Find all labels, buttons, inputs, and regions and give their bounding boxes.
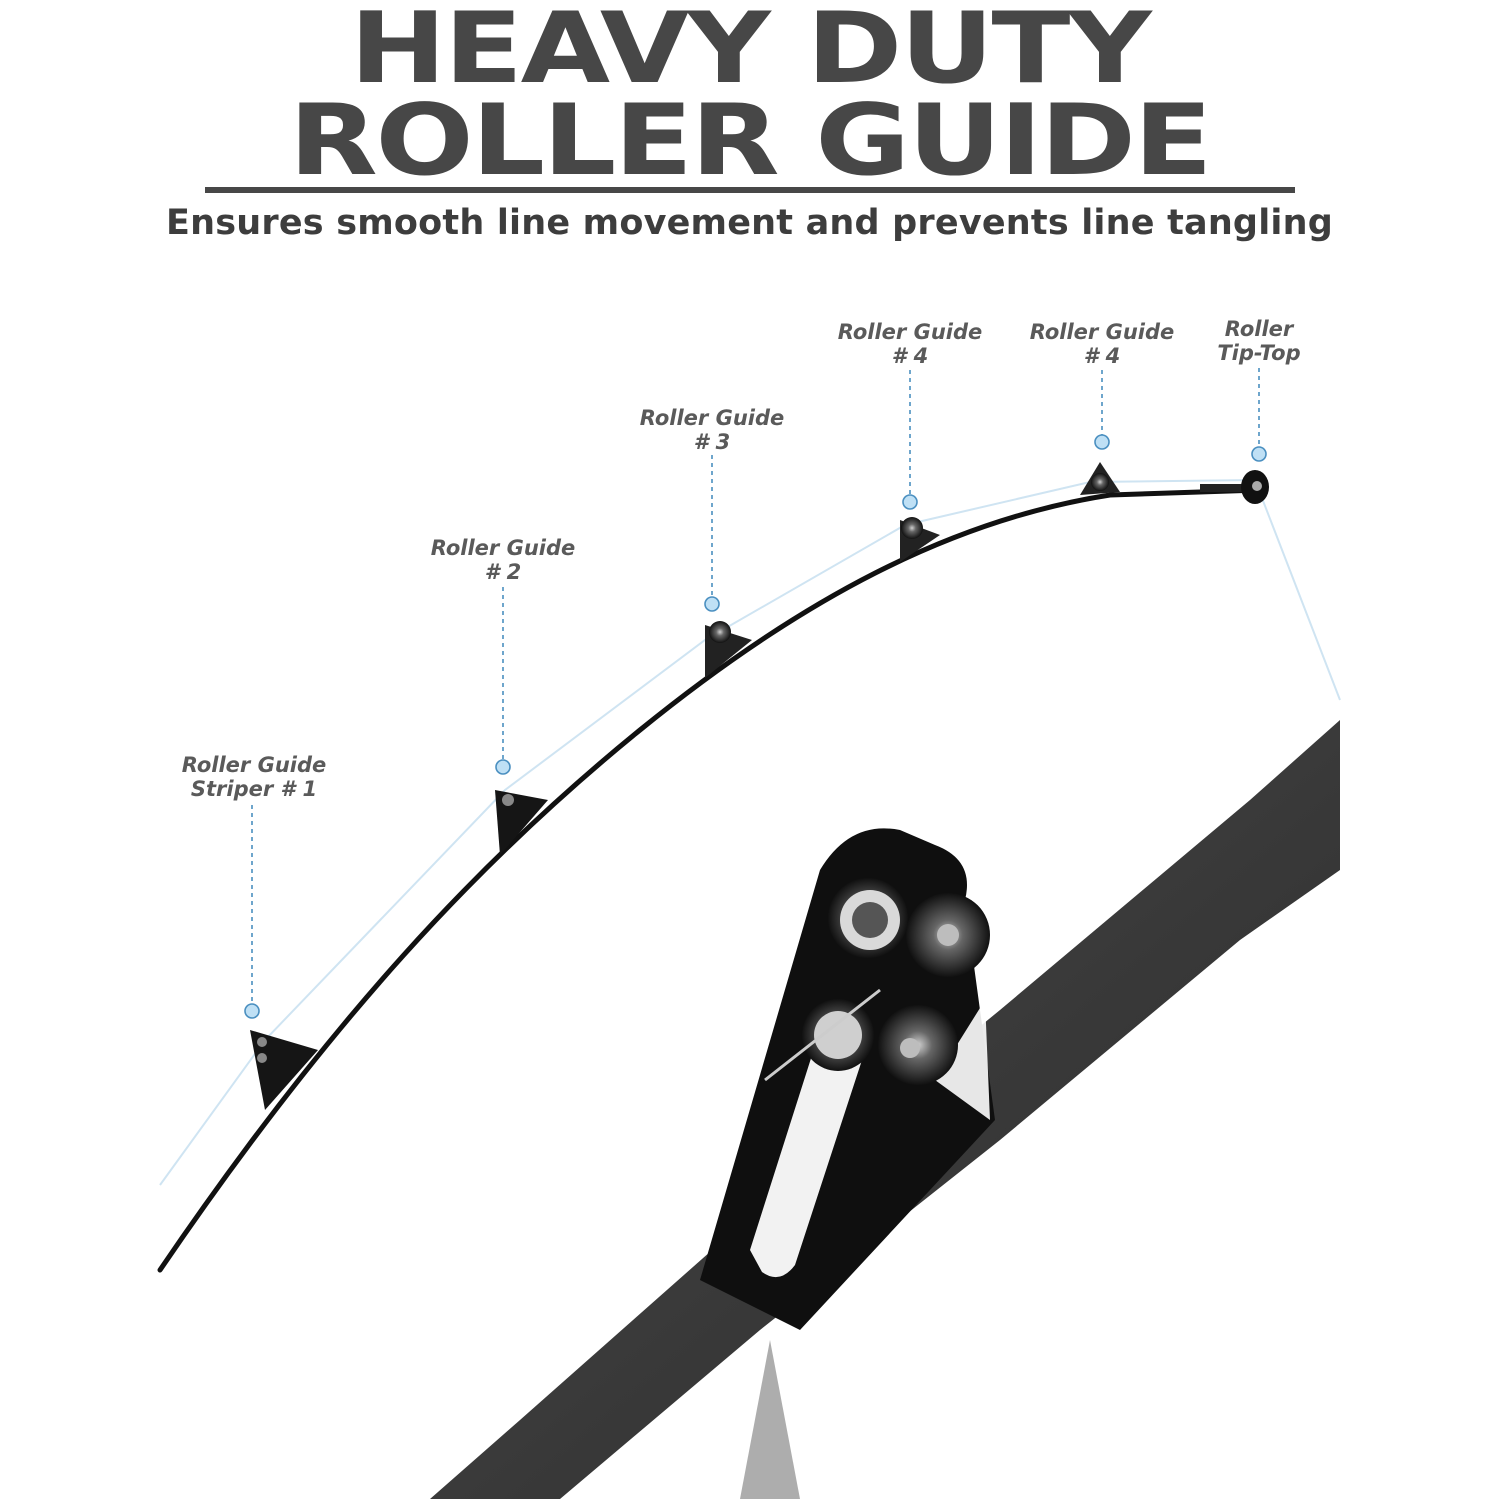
fishing-line (159, 478, 1341, 1186)
roller-guide-icon (250, 1030, 318, 1110)
headline-line-1: HEAVY DUTY (349, 0, 1152, 106)
subtitle: Ensures smooth line movement and prevent… (166, 203, 1333, 243)
rod-blank (157, 487, 1263, 1273)
callout-dot-icon (495, 759, 511, 775)
guide-label-4b: Roller Guide # 4 (1029, 320, 1175, 368)
roller-guide-icon (705, 621, 752, 678)
callout-dot-icon (1094, 434, 1110, 450)
roller-guide-icon (495, 790, 548, 855)
rod-butt-highlight (740, 1340, 800, 1499)
callout-dot-icon (244, 1003, 260, 1019)
callout-dot-icon (1251, 446, 1267, 462)
callout-dot-icon (902, 494, 918, 510)
headline-divider (205, 187, 1295, 193)
roller-guide-icon (1080, 462, 1120, 495)
callout-dot-icon (704, 596, 720, 612)
guide-label-1: Roller Guide Striper # 1 (181, 753, 327, 801)
guide-label-2: Roller Guide # 2 (430, 536, 576, 584)
guide-label-tip-top: Roller Tip-Top (1217, 317, 1301, 365)
roller-guide-icon (900, 517, 940, 562)
roller-guide-icon (700, 828, 995, 1330)
headline-line-2: ROLLER GUIDE (288, 84, 1213, 198)
roller-guide-icon (1200, 470, 1269, 504)
guide-label-4a: Roller Guide # 4 (837, 320, 983, 368)
guide-label-3: Roller Guide # 3 (639, 406, 785, 454)
